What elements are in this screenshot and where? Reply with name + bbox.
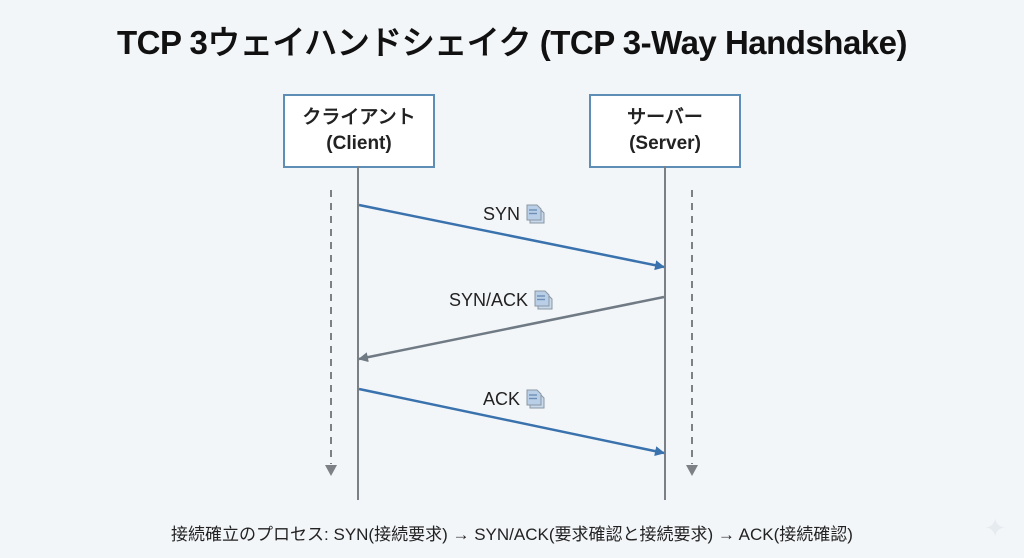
server-time-arrowhead [686,465,698,476]
client-name-ja: クライアント [302,107,416,128]
syn-arrow [358,203,665,271]
server-name-ja: サーバー [627,107,703,128]
syn-ack-label: SYN/ACK [449,289,555,311]
client-name-en: (Client) [326,133,392,154]
client-time-arrowhead [325,465,337,476]
sparkle-watermark-icon: ✦ [984,513,1006,543]
server-name-en: (Server) [629,133,701,154]
syn-label: SYN [483,203,547,225]
syn-text: SYN [483,203,521,224]
syn-ack-arrow [358,295,665,363]
ack-label: ACK [483,388,547,410]
document-icon [526,389,545,409]
document-icon [534,290,553,310]
ack-arrow [358,387,665,457]
server-actor-box: サーバー (Server) [589,94,741,168]
page-title: TCP 3ウェイハンドシェイク (TCP 3-Way Handshake) [116,24,908,61]
ack-text: ACK [483,388,521,409]
document-icon [526,204,545,224]
syn-ack-text: SYN/ACK [449,289,529,310]
client-actor-box: クライアント (Client) [283,94,435,168]
footer-caption: 接続確立のプロセス: SYN(接続要求) → SYN/ACK(要求確認と接続要求… [171,525,853,544]
